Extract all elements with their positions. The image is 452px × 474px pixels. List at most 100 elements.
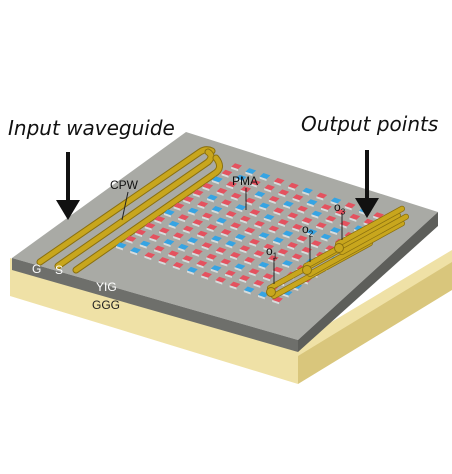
ground-label: G xyxy=(32,262,42,276)
pma-pad xyxy=(187,207,199,214)
pma-pad xyxy=(125,235,137,242)
pma-pad-edge xyxy=(253,253,261,259)
pma-pad xyxy=(178,214,189,221)
pma-pad-edge xyxy=(225,214,233,219)
cpw-ground-line-2 xyxy=(73,155,222,273)
pma-pad xyxy=(173,232,184,239)
cpw-label: CPW xyxy=(110,178,138,192)
pma-pad-edge xyxy=(245,201,252,206)
pma-pad xyxy=(149,234,161,241)
pma-pad xyxy=(168,250,179,257)
pma-pad xyxy=(287,212,299,219)
yig-label: YIG xyxy=(96,280,117,294)
output-antenna-o3-line-b xyxy=(339,214,409,255)
output-o1-label: o1 xyxy=(266,244,278,261)
pma-pad xyxy=(216,217,227,224)
pma-pad xyxy=(253,279,265,286)
output-antenna-o2-line-b xyxy=(307,221,405,277)
pma-pad xyxy=(182,225,194,232)
pma-pad-edge xyxy=(187,240,195,246)
pma-pad-edge xyxy=(235,207,243,213)
pma-pad xyxy=(320,233,332,240)
pma-pad xyxy=(210,265,222,272)
yig-film-right xyxy=(298,212,438,352)
pma-pad xyxy=(273,237,284,244)
pma-pad-edge xyxy=(288,186,295,191)
pma-pad xyxy=(259,202,270,209)
pma-pad xyxy=(297,205,308,212)
pma-pad xyxy=(196,260,208,267)
pma-pad-edge xyxy=(215,250,223,256)
pma-pad xyxy=(248,268,260,275)
pma-pad xyxy=(301,246,313,253)
pma-pad xyxy=(292,194,304,201)
pma-pad-edge xyxy=(183,199,191,205)
pma-pad xyxy=(130,247,141,254)
pma-pad-edge xyxy=(259,206,267,211)
pma-pad xyxy=(245,168,257,175)
pma-pad xyxy=(235,204,247,211)
pma-pad-edge xyxy=(221,203,229,208)
pma-pad-edge xyxy=(202,216,209,221)
pma-pad-edge xyxy=(253,283,261,288)
pma-pad-edge xyxy=(230,226,238,231)
pma-pad xyxy=(282,230,294,237)
pma-pad xyxy=(187,266,198,273)
pma-pad-edge xyxy=(192,193,200,198)
pma-pad-edge xyxy=(230,196,238,201)
pma-pad xyxy=(212,176,223,183)
pma-pad-edge xyxy=(211,209,219,214)
ggg-label: GGG xyxy=(92,298,121,312)
pma-pad-edge xyxy=(325,219,333,224)
pma-pad xyxy=(207,194,218,201)
pma-pad-edge xyxy=(201,245,209,251)
output-o2-label: o2 xyxy=(302,222,314,239)
output-o3-label: o3 xyxy=(334,200,346,217)
pma-pad-edge xyxy=(177,247,185,252)
output-antenna-o1-tip xyxy=(266,287,276,297)
cpw-signal-line xyxy=(55,149,214,269)
pma-pad xyxy=(306,199,318,206)
pma-pad xyxy=(116,242,127,249)
pma-pad-edge xyxy=(311,214,319,219)
pma-pad xyxy=(206,253,217,260)
pma-pad-edge xyxy=(258,265,266,270)
pma-pad-edge xyxy=(225,244,233,249)
pma-pad xyxy=(254,220,265,227)
pma-pad xyxy=(168,220,180,227)
pma-pad-edge xyxy=(292,197,300,203)
pma-pad-edge xyxy=(239,278,247,283)
pma-pad xyxy=(225,270,236,277)
pma-pad xyxy=(316,222,327,229)
pma-pad-edge xyxy=(278,222,285,227)
pma-pad xyxy=(258,291,269,298)
pma-pad-edge xyxy=(130,250,138,256)
pma-pad-edge xyxy=(349,217,357,222)
pma-pad-edge xyxy=(282,263,290,269)
pma-pad xyxy=(268,225,280,232)
pma-pad xyxy=(163,239,175,245)
pma-pad-edge xyxy=(335,212,343,217)
pma-pad-edge xyxy=(249,212,257,218)
pma-pad-edge xyxy=(316,225,323,231)
pma-pad-edge xyxy=(316,196,324,201)
pma-pad-edge xyxy=(220,232,228,237)
pma-pad-edge xyxy=(268,199,276,204)
pma-pad xyxy=(273,207,285,214)
pma-pad-edge xyxy=(178,217,186,223)
pma-pad-edge xyxy=(173,236,181,241)
pma-pad-edge xyxy=(245,171,253,177)
pma-pad-edge xyxy=(212,180,219,185)
pma-pad xyxy=(277,248,289,255)
output-antenna-o2-tip xyxy=(302,265,312,275)
pma-pad-edge xyxy=(320,237,328,242)
pma-pad xyxy=(287,242,298,248)
pma-pad xyxy=(254,191,266,198)
pma-pad-edge xyxy=(250,183,257,188)
pma-pad-edge xyxy=(158,260,166,266)
pma-pad xyxy=(173,202,185,209)
pma-pad-edge xyxy=(154,219,162,224)
output-antenna-o3-line-a xyxy=(335,206,405,247)
pma-pad-edge xyxy=(273,211,281,216)
